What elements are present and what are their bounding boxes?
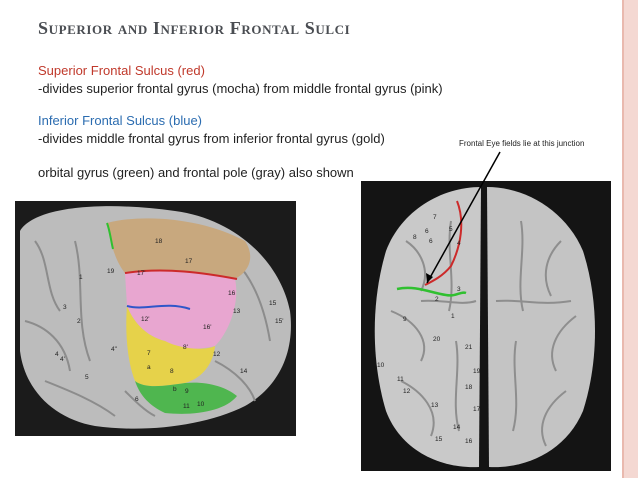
superior-brain-image: 7 5 6 6 4 8 3 2 1 9 20 21 10 11 12 18 19… — [361, 181, 611, 471]
svg-text:16: 16 — [228, 290, 236, 297]
svg-text:8: 8 — [170, 368, 174, 375]
svg-text:14: 14 — [453, 424, 461, 431]
svg-text:13: 13 — [233, 308, 241, 315]
svg-text:14: 14 — [240, 368, 248, 375]
svg-text:9: 9 — [403, 316, 407, 323]
svg-text:2: 2 — [435, 296, 439, 303]
svg-text:18: 18 — [155, 238, 163, 245]
superior-sulcus-description: -divides superior frontal gyrus (mocha) … — [38, 81, 443, 96]
svg-text:16': 16' — [203, 324, 211, 331]
svg-text:4: 4 — [55, 351, 59, 358]
svg-text:5: 5 — [85, 374, 89, 381]
svg-text:20: 20 — [433, 336, 441, 343]
svg-text:8: 8 — [413, 234, 417, 241]
svg-text:16: 16 — [465, 438, 473, 445]
svg-text:4": 4" — [111, 346, 118, 353]
svg-text:19: 19 — [107, 268, 115, 275]
svg-text:7: 7 — [433, 214, 437, 221]
svg-text:4': 4' — [60, 356, 65, 363]
slide-border — [624, 0, 638, 478]
svg-text:11: 11 — [397, 376, 404, 383]
svg-text:12': 12' — [141, 316, 149, 323]
svg-text:2: 2 — [77, 318, 81, 325]
svg-text:15: 15 — [269, 300, 277, 307]
svg-text:8': 8' — [183, 344, 188, 351]
svg-text:19: 19 — [473, 368, 481, 375]
frontal-eye-fields-annotation: Frontal Eye fields lie at this junction — [459, 139, 585, 148]
svg-text:a: a — [147, 364, 151, 371]
inferior-sulcus-heading: Inferior Frontal Sulcus (blue) — [38, 113, 203, 128]
svg-text:6: 6 — [135, 396, 139, 403]
svg-text:5: 5 — [449, 226, 453, 233]
svg-text:1: 1 — [79, 274, 83, 281]
lateral-brain-image: 18 17 19 1 17' 3 2 16 15 16' 13 12' 15' … — [15, 201, 296, 436]
svg-text:6: 6 — [429, 238, 433, 245]
svg-text:1: 1 — [451, 313, 455, 320]
svg-text:10: 10 — [197, 401, 205, 408]
svg-text:17': 17' — [137, 270, 145, 277]
svg-text:17: 17 — [185, 258, 193, 265]
svg-text:6: 6 — [425, 228, 429, 235]
svg-text:21: 21 — [465, 344, 473, 351]
svg-text:17: 17 — [473, 406, 481, 413]
slide-title: Superior and Inferior Frontal Sulci — [38, 18, 351, 38]
svg-text:10: 10 — [377, 362, 385, 369]
svg-text:3: 3 — [63, 304, 67, 311]
inferior-sulcus-description: -divides middle frontal gyrus from infer… — [38, 131, 385, 146]
slide-border-line — [622, 0, 624, 478]
svg-text:12: 12 — [213, 351, 221, 358]
svg-text:4: 4 — [457, 240, 461, 247]
svg-text:7: 7 — [147, 350, 151, 357]
svg-text:13: 13 — [431, 402, 439, 409]
other-gyri-note: orbital gyrus (green) and frontal pole (… — [38, 165, 354, 180]
svg-text:9: 9 — [185, 388, 189, 395]
svg-text:3: 3 — [457, 286, 461, 293]
svg-text:15: 15 — [435, 436, 443, 443]
superior-sulcus-heading: Superior Frontal Sulcus (red) — [38, 63, 205, 78]
svg-text:18: 18 — [465, 384, 473, 391]
svg-text:12: 12 — [403, 388, 411, 395]
svg-text:15': 15' — [275, 318, 283, 325]
svg-text:11: 11 — [183, 403, 190, 410]
svg-text:b: b — [173, 386, 177, 393]
